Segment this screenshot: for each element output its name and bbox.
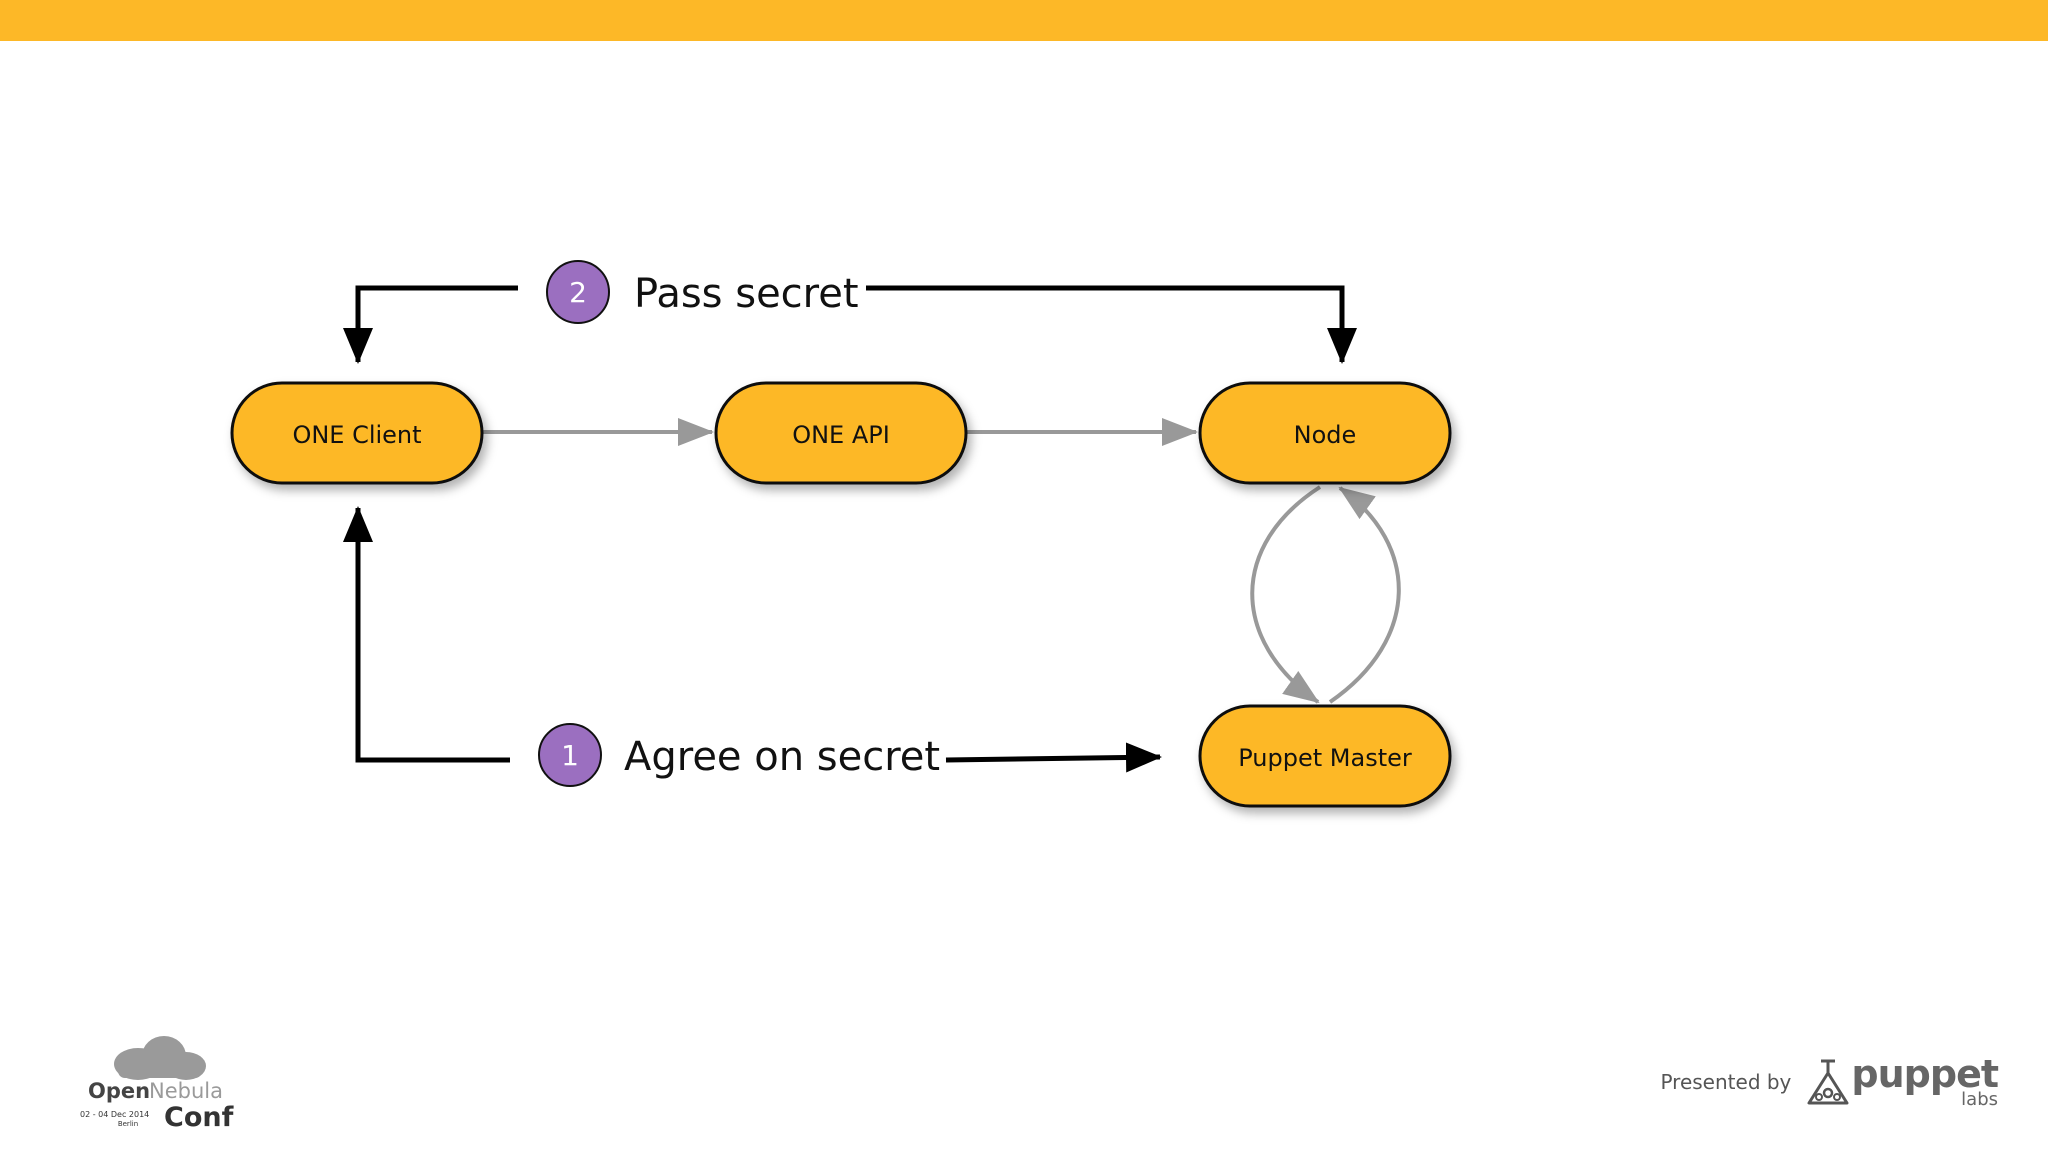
cloud-icon bbox=[114, 1036, 206, 1080]
top-accent-bar bbox=[0, 0, 2048, 41]
opennebula-conf-logo: Open Nebula 02 - 04 Dec 2014 Berlin Conf bbox=[80, 1036, 234, 1130]
step-badge-1 bbox=[538, 723, 602, 787]
step-number-1: 1 bbox=[561, 739, 579, 772]
logo-dates-text: 02 - 04 Dec 2014 bbox=[80, 1110, 149, 1119]
node-puppet-master: Puppet Master bbox=[1198, 704, 1452, 808]
puppet-labs-wordmark: puppet labs bbox=[1851, 1052, 1999, 1110]
step-pass-secret: 2 Pass secret bbox=[546, 260, 859, 324]
node-one-client: ONE Client bbox=[230, 381, 484, 485]
logo-city-text: Berlin bbox=[118, 1120, 138, 1128]
node-one-api: ONE API bbox=[714, 381, 968, 485]
step-label-pass-secret: Pass secret bbox=[634, 271, 859, 317]
logo-conf-text: Conf bbox=[164, 1102, 234, 1130]
brand-labs-text: labs bbox=[1961, 1089, 1998, 1110]
arrow-agree-secret-to-master bbox=[945, 742, 1162, 773]
arrow-pass-secret-to-node bbox=[866, 285, 1357, 364]
arrow-agree-secret-to-client bbox=[343, 506, 510, 763]
node-label-one-api: ONE API bbox=[792, 421, 890, 449]
arrow-node-to-master bbox=[1250, 485, 1322, 704]
logo-open-text: Open bbox=[88, 1079, 150, 1103]
step-badge-2 bbox=[546, 260, 610, 324]
node-label-node: Node bbox=[1294, 421, 1357, 449]
arrow-pass-secret-to-client bbox=[343, 285, 518, 364]
node-node: Node bbox=[1198, 381, 1452, 485]
step-label-agree-secret: Agree on secret bbox=[624, 734, 940, 780]
presented-by-block: Presented by puppet labs bbox=[1660, 1052, 1999, 1112]
logo-nebula-text: Nebula bbox=[149, 1079, 223, 1103]
brand-puppet-text: puppet bbox=[1851, 1052, 1999, 1096]
step-agree-secret: 1 Agree on secret bbox=[538, 723, 940, 787]
node-label-puppet-master: Puppet Master bbox=[1238, 744, 1412, 772]
puppet-labs-icon bbox=[1807, 1059, 1849, 1105]
arrow-master-to-node bbox=[1328, 486, 1401, 704]
node-label-one-client: ONE Client bbox=[292, 421, 421, 449]
presented-by-text: Presented by bbox=[1660, 1070, 1792, 1094]
step-number-2: 2 bbox=[569, 276, 587, 309]
